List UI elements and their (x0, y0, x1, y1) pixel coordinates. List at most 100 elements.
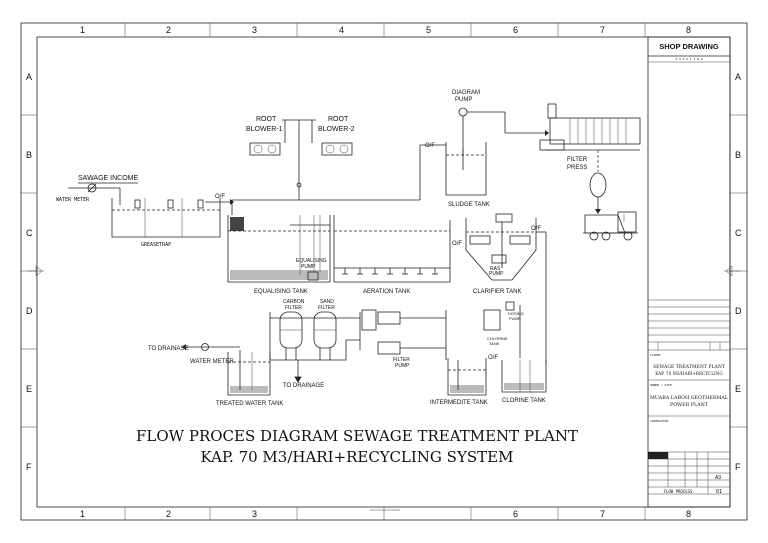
to-drainase-label: TO DRAINASE (148, 346, 189, 352)
col-number: 7 (600, 509, 605, 519)
overflow-2-label: O/F (425, 143, 435, 149)
row-letter: E (26, 384, 32, 394)
owner-label: OWNER / SITE (650, 383, 672, 387)
grid-labels: 1 2 3 4 5 6 7 8 1 2 3 6 7 8 A B C D E F … (26, 25, 742, 519)
row-letter: D (735, 306, 742, 316)
ras-pump-icon (491, 254, 507, 264)
main-title-line2: KAP. 70 M3/HARI+RECYCLING SYSTEM (201, 448, 514, 466)
clarifier-tank: RAS PUMP O/F O/F CLARIFIER TANK (452, 213, 547, 365)
water-meter-1-label: WATER METER (56, 197, 90, 203)
filter-pump-line1: FILTER (393, 357, 410, 363)
dosing-pump-icon (505, 301, 515, 311)
diagram-pump-line2: PUMP (455, 97, 472, 103)
col-number: 4 (339, 25, 344, 35)
col-number: 2 (166, 509, 171, 519)
col-number: 1 (80, 25, 85, 35)
row-letter: B (26, 150, 32, 160)
filter-pump-line2: PUMP (395, 363, 410, 369)
root-blowers: ROOT BLOWER-1 ROOT BLOWER-2 (231, 116, 420, 215)
aeration-tank-label: AERATION TANK (363, 289, 410, 295)
equalising-tank: EQUALISING PUMP EQUALISING TANK (227, 215, 331, 295)
row-letter: E (735, 384, 741, 394)
col-number: 1 (80, 509, 85, 519)
col-number: 8 (686, 509, 691, 519)
ras-pump-line2: PUMP (489, 271, 504, 277)
col-number: 6 (513, 25, 518, 35)
to-drainage-label: TO DRAINAGE (283, 383, 324, 389)
root-blower-2-line2: BLOWER-2 (318, 126, 355, 133)
overflow-4-label: O/F (531, 226, 541, 232)
carbon-filter: CARBON FILTER (279, 299, 305, 360)
row-letter: F (735, 462, 741, 472)
outer-border (20, 22, 748, 521)
row-letter: C (735, 228, 742, 238)
greasetrap: GREASETRAP O/F (111, 188, 234, 248)
row-letter: F (26, 462, 32, 472)
main-title-line1: FLOW PROCES DIAGRAM SEWAGE TREATMENT PLA… (136, 427, 578, 445)
greasetrap-label: GREASETRAP (141, 242, 171, 248)
equalising-pump-icon (307, 271, 319, 281)
shop-drawing-header: SHOP DRAWING (659, 42, 719, 51)
intermedite-tank-label: INTERMEDITE TANK (430, 400, 488, 406)
clarifier-tank-label: CLARIFIER TANK (473, 289, 521, 295)
sheet-number: 01 (716, 489, 722, 495)
aeration-tank: AERATION TANK (333, 215, 451, 295)
root-blower-1-line1: ROOT (256, 116, 277, 123)
root-blower-2-line1: ROOT (328, 116, 349, 123)
carbon-filter-line1: CARBON (283, 299, 305, 305)
drawing-title: FLOW PROCESS (664, 489, 693, 494)
sheet-size: A3 (715, 475, 721, 481)
grid-ticks (21, 23, 747, 520)
chlorine-tank: CHLORINE TANK DOSING PUMP (483, 301, 524, 358)
to-drainase: TO DRAINASE WATER METER (148, 343, 240, 365)
equalising-pump-line2: PUMP (301, 264, 316, 270)
filter-pump-2-icon (377, 341, 401, 355)
row-letter: A (735, 72, 741, 82)
title-line-2: KAP. 70 M3/HARI+RECYCLING (655, 371, 723, 376)
row-letter: B (735, 150, 741, 160)
sludge-bag-icon (589, 172, 607, 198)
owner-line-1: MUARA LABOH GEOTHERMAL (650, 395, 729, 401)
sawage-income-label: SAWAGE INCOME (78, 175, 138, 182)
diagram-pump: DIAGRAM PUMP (452, 90, 549, 155)
col-number: 2 (166, 25, 171, 35)
sawage-income: SAWAGE INCOME WATER METER (56, 175, 138, 203)
sludge-tank-label: SLUDGE TANK (448, 202, 490, 208)
client-label: CLIENT (650, 353, 661, 357)
owner-line-2: POWER PLANT (670, 402, 709, 408)
filter-press-line2: PRESS (567, 165, 587, 171)
clorine-tank-label: CLORINE TANK (502, 398, 546, 404)
row-letter: D (26, 306, 33, 316)
row-letter: C (26, 228, 33, 238)
equalising-pump-line1: EQUALISING (296, 258, 327, 264)
center-marks (28, 265, 740, 511)
col-number: 8 (686, 25, 691, 35)
blower-1-icon (249, 142, 281, 156)
carbon-filter-line2: FILTER (285, 305, 302, 311)
ras-pump-line1: RAS (490, 266, 501, 272)
diagram-pump-icon (458, 107, 468, 117)
dosing-pump-line1: DOSING (508, 311, 524, 316)
chlorine-tank-line1: CHLORINE (487, 336, 508, 341)
sand-filter: SAND FILTER (313, 299, 337, 360)
treated-water-tank-label: TREATED WATER TANK (216, 401, 283, 407)
intermedite-tank: O/F INTERMEDITE TANK (430, 355, 498, 406)
diagram-pump-line1: DIAGRAM (452, 90, 480, 96)
overflow-5-label: O/F (488, 355, 498, 361)
blower-2-icon (321, 142, 353, 156)
col-number: 3 (252, 509, 257, 519)
root-blower-1-line2: BLOWER-1 (246, 126, 283, 133)
filter-press-line1: FILTER (567, 157, 588, 163)
truck-icon (583, 211, 638, 241)
filter-pumps: FILTER PUMP (361, 309, 447, 369)
col-number: 6 (513, 509, 518, 519)
col-number: 5 (426, 25, 431, 35)
clorine-tank: CLORINE TANK (501, 360, 547, 404)
water-meter-2-label: WATER METER (190, 359, 234, 365)
overflow-1-label: O/F (215, 194, 225, 200)
chlorine-tank-line2: TANK (489, 341, 500, 346)
equalising-tank-label: EQUALISING TANK (254, 289, 308, 295)
existing-subheader: E X I S T I N G (675, 57, 702, 61)
dosing-pump-line2: PUMP (509, 316, 521, 321)
